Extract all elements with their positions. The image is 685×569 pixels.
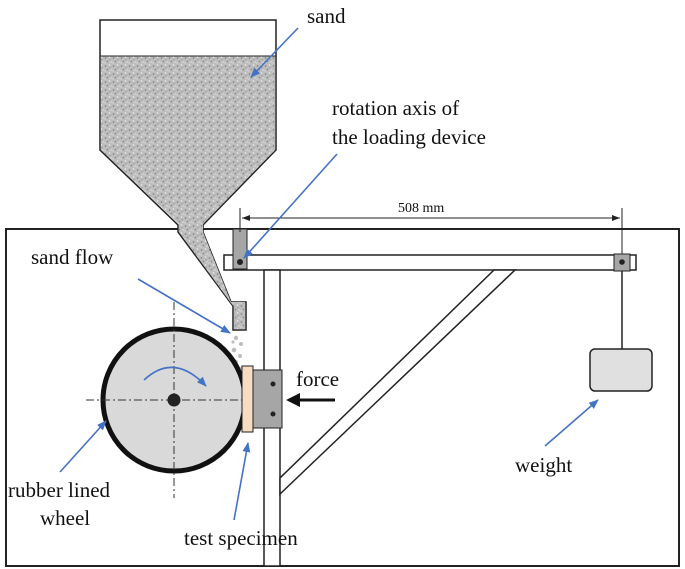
label-wheel-line2: wheel: [40, 506, 90, 530]
sand-fill: [101, 56, 275, 329]
sand-flow-callout-arrow: [137, 278, 231, 334]
specimen-callout-arrow: [233, 442, 251, 521]
rotation-direction-arrow: [143, 366, 207, 387]
label-rotation-axis-line2: the loading device: [332, 125, 486, 149]
label-sand-flow: sand flow: [31, 245, 114, 269]
weight-hanger: [613, 253, 631, 349]
weight-block: [589, 348, 653, 392]
force-arrow: [286, 393, 335, 407]
test-specimen: [241, 365, 254, 433]
wheel-callout-arrow: [59, 420, 107, 473]
dimension-line: [239, 208, 623, 254]
pivot-bracket: [232, 228, 248, 270]
label-test-specimen: test specimen: [184, 526, 298, 550]
label-rotation-axis-line1: rotation axis of: [332, 96, 459, 120]
label-sand: sand: [307, 4, 346, 28]
sand-hopper: [99, 19, 277, 331]
rubber-lined-wheel: [86, 302, 262, 498]
specimen-holder: [252, 369, 283, 429]
rotation-axis-callout-arrow: [243, 153, 338, 259]
label-weight: weight: [515, 453, 572, 477]
label-wheel-line1: rubber lined: [8, 478, 111, 502]
weight-callout-arrow: [544, 399, 599, 447]
sand-callout-arrow: [250, 27, 299, 78]
loading-beam: [223, 254, 637, 271]
label-force: force: [296, 367, 339, 391]
label-dimension: 508 mm: [398, 201, 444, 216]
diagonal-brace: [279, 269, 517, 496]
